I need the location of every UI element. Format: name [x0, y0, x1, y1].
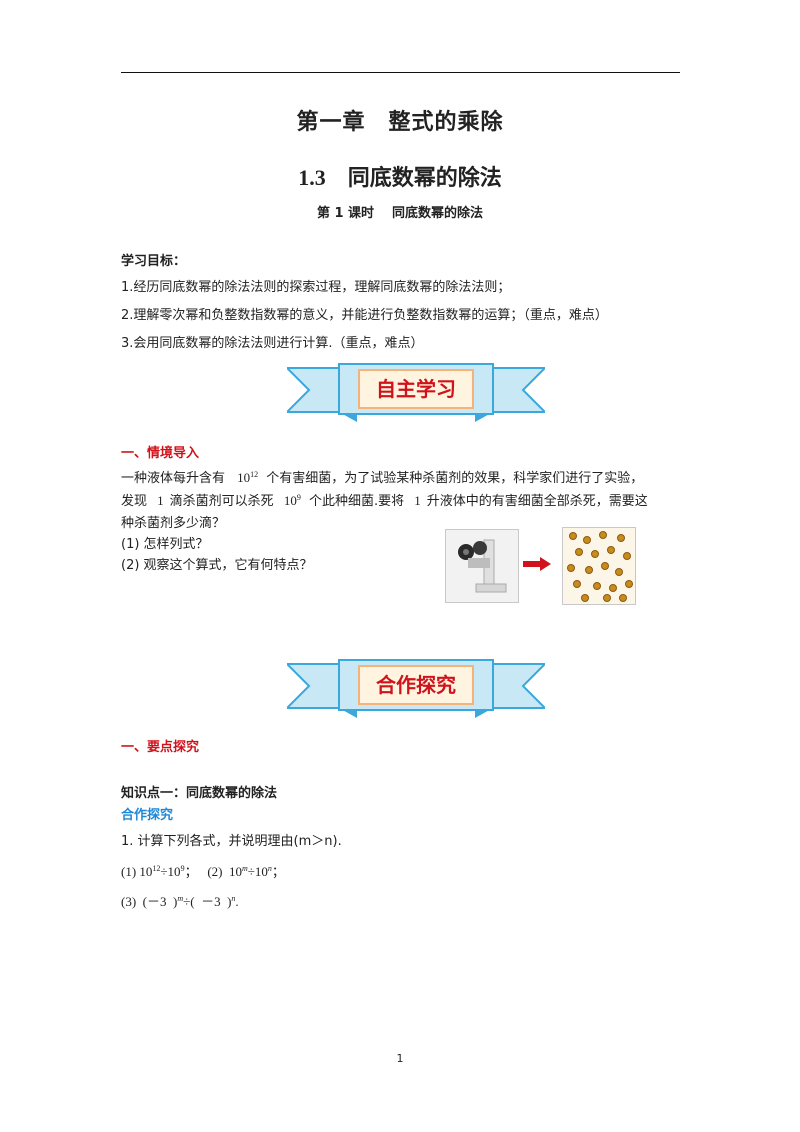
expr-label: (1)	[121, 864, 140, 879]
power-base: 10	[283, 493, 297, 508]
power-exponent: m	[241, 864, 248, 873]
expr-separator: ； (2)	[184, 864, 229, 879]
intro-text: 个此种细菌.要将	[308, 494, 405, 509]
power-base: (3) (－3 )	[121, 894, 178, 909]
ribbon-icon	[284, 363, 548, 422]
chapter-title: 第一章 整式的乘除	[296, 110, 504, 135]
objective-item-3: 3.会用同底数幂的除法法则进行计算.（重点，难点）	[121, 336, 424, 351]
power-exponent: 9	[180, 864, 185, 873]
question-2: (2) 观察这个算式，它有何特点？	[121, 558, 313, 573]
section-name: 同底数幂的除法	[347, 166, 502, 191]
power-exponent: n	[267, 864, 272, 873]
objectives-heading: 学习目标：	[121, 254, 187, 269]
self-study-banner: 自主学习	[284, 360, 548, 424]
power-base: 10	[228, 864, 242, 879]
intro-text: 一种液体每升含有	[121, 471, 226, 486]
power-exponent: 12	[152, 864, 161, 873]
page-number: 1	[396, 1052, 404, 1065]
expr-separator: .	[235, 894, 239, 909]
intro-text: 升液体中的有害细菌全部杀死，需要这	[426, 494, 648, 509]
power-base: ÷10	[160, 864, 181, 879]
intro-line-1: 一种液体每升含有 1012 个有害细菌，为了试验某种杀菌剂的效果，科学家们进行了…	[121, 468, 681, 489]
power-base: 10	[139, 864, 153, 879]
power-exponent: 12	[250, 470, 259, 479]
task-text: 1. 计算下列各式，并说明理由(m＞n).	[121, 834, 342, 849]
lesson-name: 同底数幂的除法	[392, 206, 484, 221]
objective-item-1: 1.经历同底数幂的除法法则的探索过程，理解同底数幂的除法法则；	[121, 280, 511, 295]
top-rule	[121, 72, 680, 73]
power-exponent: n	[231, 894, 236, 903]
section-number: 1.3	[298, 165, 326, 190]
microscope-image	[445, 529, 519, 603]
lesson-title: 第 1 课时 同底数幂的除法	[0, 202, 800, 221]
power-base: ÷( －3 )	[183, 894, 232, 909]
number: 1	[414, 493, 421, 508]
expression-line-2: (3) (－3 )m÷( －3 )n.	[121, 892, 239, 912]
section-title: 1.3 同底数幂的除法	[0, 160, 800, 192]
intro-text: 发现	[121, 494, 148, 509]
intro-line-3: 种杀菌剂多少滴？	[121, 516, 226, 531]
objective-item-2: 2.理解零次幂和负整数指数幂的意义，并能进行负整数指数幂的运算；（重点，难点）	[121, 308, 608, 323]
explore-heading: 一、要点探究	[121, 740, 200, 755]
power-base: 10	[237, 470, 251, 485]
expr-separator: ；	[271, 864, 285, 879]
cooperative-banner: 合作探究	[284, 656, 548, 720]
bacteria-image	[562, 527, 636, 605]
red-arrow-icon	[523, 556, 551, 571]
number: 1	[157, 493, 164, 508]
power-base: ÷10	[247, 864, 268, 879]
power-exponent: 9	[296, 493, 301, 502]
intro-heading: 一、情境导入	[121, 446, 200, 461]
intro-text: 滴杀菌剂可以杀死	[169, 494, 274, 509]
expression-line-1: (1) 1012÷109； (2) 10m÷10n；	[121, 862, 285, 882]
lesson-prefix: 第 1 课时	[316, 206, 375, 221]
power-exponent: m	[177, 894, 184, 903]
ribbon-icon	[284, 659, 548, 718]
intro-text: 个有害细菌，为了试验某种杀菌剂的效果，科学家们进行了实验，	[266, 471, 644, 486]
intro-line-2: 发现 1 滴杀菌剂可以杀死 109 个此种细菌.要将 1 升液体中的有害细菌全部杀死…	[121, 491, 681, 512]
cooperative-subheading: 合作探究	[121, 808, 174, 823]
question-1: (1) 怎样列式？	[121, 537, 209, 552]
knowledge-point-heading: 知识点一：同底数幂的除法	[121, 786, 278, 801]
